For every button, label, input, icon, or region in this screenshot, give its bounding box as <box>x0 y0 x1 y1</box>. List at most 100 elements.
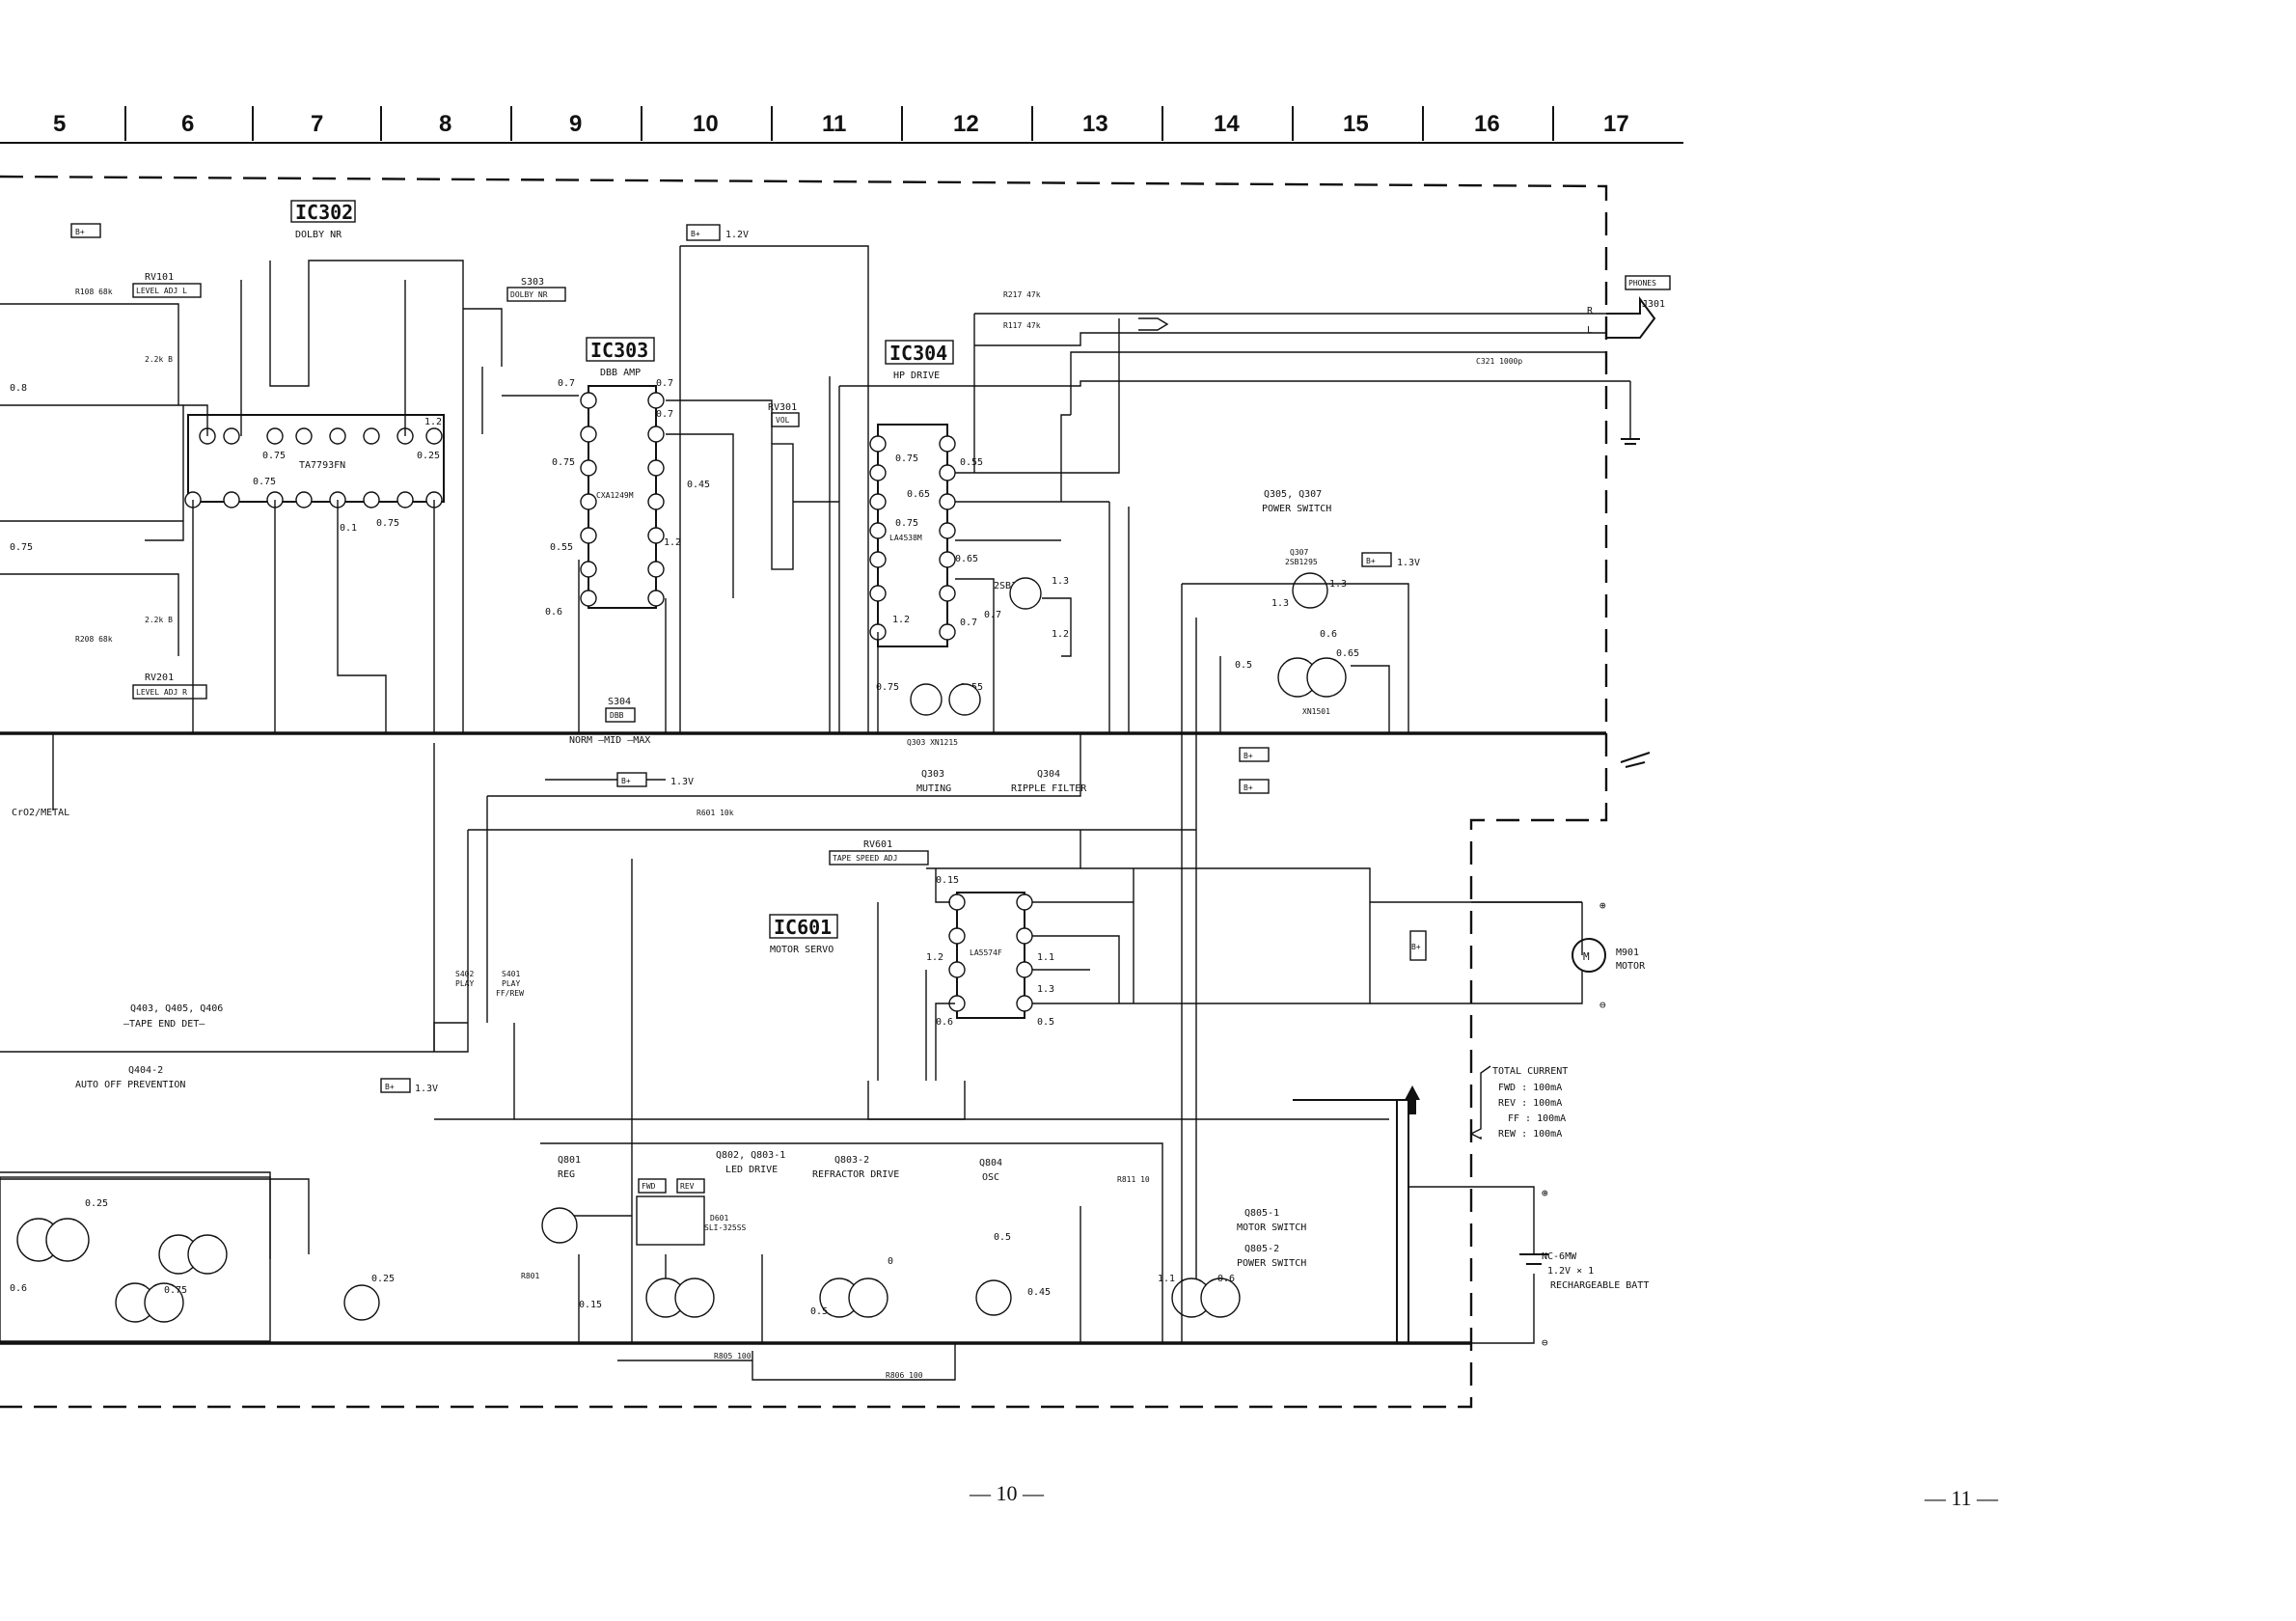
power-switch-label: POWER SWITCH <box>1262 504 1331 514</box>
v-0-55: 0.55 <box>550 542 573 553</box>
v-1-3: 1.3 <box>1271 598 1289 609</box>
total-current-row: REV : 100mA <box>1498 1098 1562 1109</box>
batt-minus: ⊖ <box>1542 1336 1548 1349</box>
left-input-area: B+ RV101 LEVEL ADJ L R108 68k 2.2k B RV2… <box>0 223 442 818</box>
v-0: 0 <box>888 1256 893 1267</box>
rv101-label: RV101 <box>145 272 174 283</box>
bplus-label: B+ <box>1411 943 1421 951</box>
v-0-15: 0.15 <box>579 1300 602 1310</box>
r217-label: R217 47k <box>1003 290 1041 299</box>
v-0-5: 0.5 <box>810 1306 828 1317</box>
page-number-right: — 11 — <box>1924 1486 1999 1510</box>
column-label: 11 <box>822 111 846 137</box>
q403-405-406: Q403, Q405, Q406 <box>130 1003 223 1014</box>
r108-label: R108 68k <box>75 288 113 296</box>
q303-label: Q303 <box>921 769 944 780</box>
rv301-label: RV301 <box>768 402 797 413</box>
s401-label: S401 <box>502 970 520 978</box>
q805-switch: Q805-1 MOTOR SWITCH Q805-2 POWER SWITCH … <box>1158 1208 1306 1343</box>
r117-label: R117 47k <box>1003 321 1041 330</box>
v-1-1: 1.1 <box>1158 1274 1175 1284</box>
v-0-25: 0.25 <box>417 451 440 461</box>
q307-label: Q307 <box>1290 548 1308 557</box>
v-0-75: 0.75 <box>552 457 575 468</box>
v-1-2v: 1.2V <box>725 230 749 240</box>
q801-q804-area: Q801 REG Q802, Q803-1 LED DRIVE Q803-2 R… <box>521 1142 1163 1381</box>
vol-label: VOL <box>776 416 790 425</box>
ic303-part: CXA1249M <box>596 491 634 500</box>
column-label: 12 <box>953 111 979 137</box>
v-0-75: 0.75 <box>253 477 276 487</box>
v-1-3: 1.3 <box>1037 984 1054 995</box>
tape-speed-adj: TAPE SPEED ADJ <box>833 854 897 863</box>
v-1-3v: 1.3V <box>670 777 694 787</box>
batt-spec: 1.2V × 1 <box>1547 1266 1594 1277</box>
auto-off: AUTO OFF PREVENTION <box>75 1080 185 1090</box>
v-0-8: 0.8 <box>10 383 27 394</box>
q803-2: Q803-2 <box>834 1155 869 1166</box>
v-0-45: 0.45 <box>1027 1287 1051 1298</box>
power-switch-2: POWER SWITCH <box>1237 1258 1306 1269</box>
m901-label: M901 <box>1616 948 1639 958</box>
v-0-75: 0.75 <box>376 518 399 529</box>
v-0-6: 0.6 <box>10 1283 27 1294</box>
bplus-label: B+ <box>1244 752 1253 760</box>
q802-803-1: Q802, Q803-1 <box>716 1150 785 1161</box>
q805-1: Q805-1 <box>1244 1208 1279 1219</box>
v-0-5: 0.5 <box>1235 660 1252 671</box>
page-number-left: — 10 — <box>969 1481 1045 1505</box>
cro2-metal-label: CrO2/METAL <box>12 808 69 818</box>
dbb-label: DBB <box>610 711 624 720</box>
v-1-2: 1.2 <box>1052 629 1069 640</box>
q304-label: Q304 <box>1037 769 1060 780</box>
s304-label: S304 <box>608 697 631 707</box>
v-0-1: 0.1 <box>340 523 357 534</box>
v-0-65: 0.65 <box>1336 648 1359 659</box>
rv101-value: 2.2k B <box>145 355 173 364</box>
v-0-75: 0.75 <box>895 518 918 529</box>
ground-bus <box>0 731 1651 1345</box>
column-label: 9 <box>569 111 582 137</box>
column-label: 8 <box>439 111 451 137</box>
level-adj-l: LEVEL ADJ L <box>136 287 187 295</box>
v-0-7: 0.7 <box>960 618 977 628</box>
board-outline <box>0 175 1608 1409</box>
ic303-chip <box>588 385 657 609</box>
v-0-5: 0.5 <box>1037 1017 1054 1028</box>
v-0-45: 0.45 <box>687 480 710 490</box>
ic601-desc: MOTOR SERVO <box>770 945 834 955</box>
column-label: 10 <box>693 111 719 137</box>
column-label: 13 <box>1082 111 1108 137</box>
v-0-75: 0.75 <box>164 1285 187 1296</box>
column-ruler: 5 6 7 8 9 10 11 12 13 14 15 16 17 <box>0 106 1683 144</box>
v-0-7: 0.7 <box>656 378 673 389</box>
v-0-75: 0.75 <box>876 682 899 693</box>
ic304-part: LA4538M <box>889 534 922 542</box>
v-0-7: 0.7 <box>558 378 575 389</box>
bplus-label: B+ <box>75 228 85 236</box>
tape-end-det: —TAPE END DET— <box>123 1019 205 1030</box>
r811-label: R811 10 <box>1117 1175 1150 1184</box>
v-1-3: 1.3 <box>1052 576 1069 587</box>
v-0-7: 0.7 <box>984 610 1001 620</box>
q805-2: Q805-2 <box>1244 1244 1279 1254</box>
v-1-3v: 1.3V <box>1397 558 1420 568</box>
bplus-label: B+ <box>385 1083 395 1091</box>
v-0-75: 0.75 <box>895 453 918 464</box>
rv201-value: 2.2k B <box>145 616 173 624</box>
ic302-block: IC302 DOLBY NR TA7793FN <box>145 200 464 733</box>
minus-sign: ⊖ <box>1599 999 1606 1011</box>
v-0-7: 0.7 <box>656 409 673 420</box>
q307-part: 2SB1295 <box>1285 558 1318 566</box>
osc-label: OSC <box>982 1172 999 1183</box>
tape-end-det-area: Q403, Q405, Q406 —TAPE END DET— Q404-2 A… <box>0 796 1389 1343</box>
ic601-block: IC601 MOTOR SERVO RV601 TAPE SPEED ADJ L… <box>769 830 1583 1120</box>
ff-rew-label: FF/REW <box>496 989 524 998</box>
r806-label: R806 100 <box>886 1371 923 1380</box>
v-0-6: 0.6 <box>1320 629 1337 640</box>
v-0-75: 0.75 <box>10 542 33 553</box>
ic601-part: LA5574F <box>970 948 1002 957</box>
r601-label: R601 10k <box>697 809 734 817</box>
channel-r: R <box>1587 306 1594 316</box>
